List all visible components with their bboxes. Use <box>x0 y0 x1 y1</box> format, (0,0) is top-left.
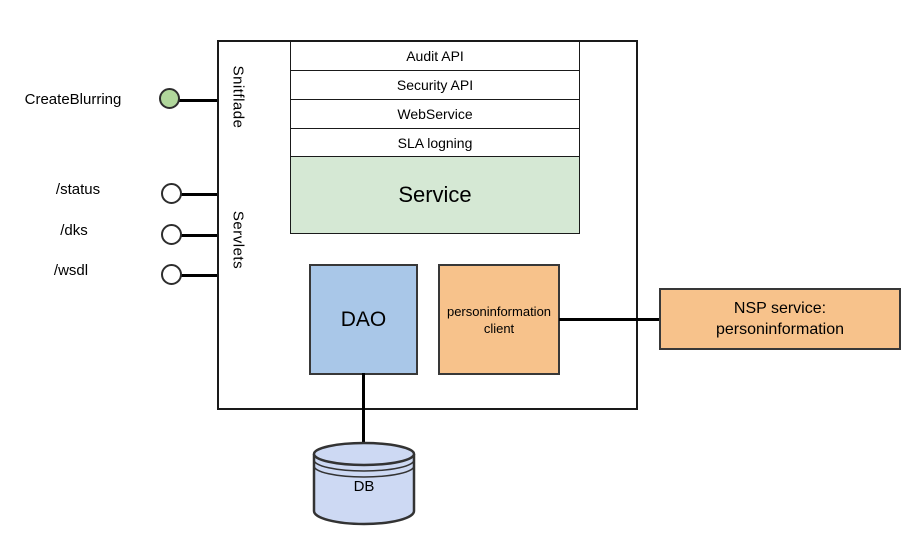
layer-sla-logning: SLA logning <box>290 128 580 158</box>
layer-security-api: Security API <box>290 70 580 100</box>
personinformation-client-box: personinformation client <box>438 264 560 375</box>
nsp-service-box: NSP service: personinformation <box>659 288 901 350</box>
service-box: Service <box>290 156 580 234</box>
dao-box: DAO <box>309 264 418 375</box>
connector-wsdl <box>178 274 218 277</box>
port-circle-dks <box>161 224 182 245</box>
connector-dks <box>178 234 218 237</box>
layer-webservice: WebService <box>290 99 580 129</box>
section-label-servlets: Servlets <box>229 210 247 270</box>
layer-audit-api: Audit API <box>290 41 580 71</box>
connector-client-to-nsp <box>559 318 660 321</box>
connector-status <box>178 193 218 196</box>
endpoint-label-status: /status <box>55 181 101 198</box>
connector-dao-to-db <box>362 373 365 443</box>
endpoint-label-createblurring: CreateBlurring <box>24 91 122 108</box>
port-circle-createblurring <box>159 88 180 109</box>
database-label: DB <box>353 478 375 495</box>
endpoint-label-dks: /dks <box>60 222 88 239</box>
endpoint-label-wsdl: /wsdl <box>53 262 89 279</box>
section-label-snitflade: Snitflade <box>229 65 247 129</box>
connector-createblurring <box>178 99 218 102</box>
database-cylinder-icon <box>312 441 416 526</box>
port-circle-status <box>161 183 182 204</box>
port-circle-wsdl <box>161 264 182 285</box>
